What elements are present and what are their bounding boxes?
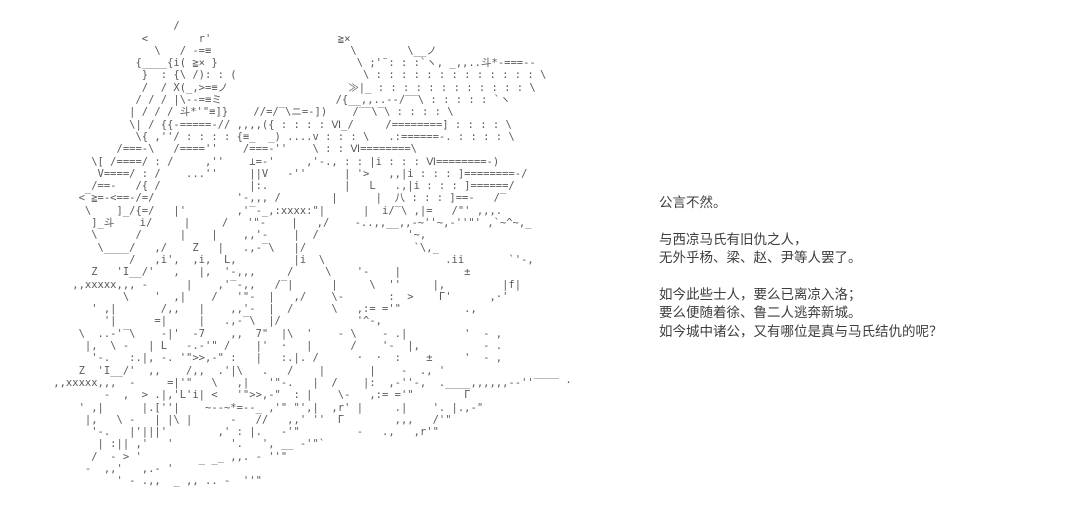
dialogue-line: 公言不然。	[659, 195, 727, 210]
dialogue-paragraph: 公言不然。	[659, 194, 1079, 213]
dialogue-paragraph: 与西凉马氏有旧仇之人， 无外乎杨、梁、赵、尹等人罢了。	[659, 231, 1079, 268]
ascii-art-character: / < r' ≧× \ / -=≡ \ \__ノ {____{i( ≧× } \…	[53, 20, 572, 488]
dialogue-line: 与西凉马氏有旧仇之人，	[659, 231, 808, 247]
dialogue-line: 要么便随着徐、鲁二人逃奔新城。	[659, 305, 862, 320]
dialogue-paragraph: 如今此些士人，要么已离凉入洛； 要么便随着徐、鲁二人逃奔新城。如今城中诸公，又有哪…	[659, 286, 1079, 342]
dialogue-line: 如今城中诸公，又有哪位是真与马氏结仇的呢？	[659, 323, 943, 339]
dialogue-text-block: 公言不然。与西凉马氏有旧仇之人，无外乎杨、梁、赵、尹等人罢了。如今此些士人，要么…	[659, 194, 1079, 341]
dialogue-line: 如今此些士人，要么已离凉入洛；	[659, 286, 862, 302]
dialogue-line: 无外乎杨、梁、赵、尹等人罢了。	[659, 250, 862, 265]
